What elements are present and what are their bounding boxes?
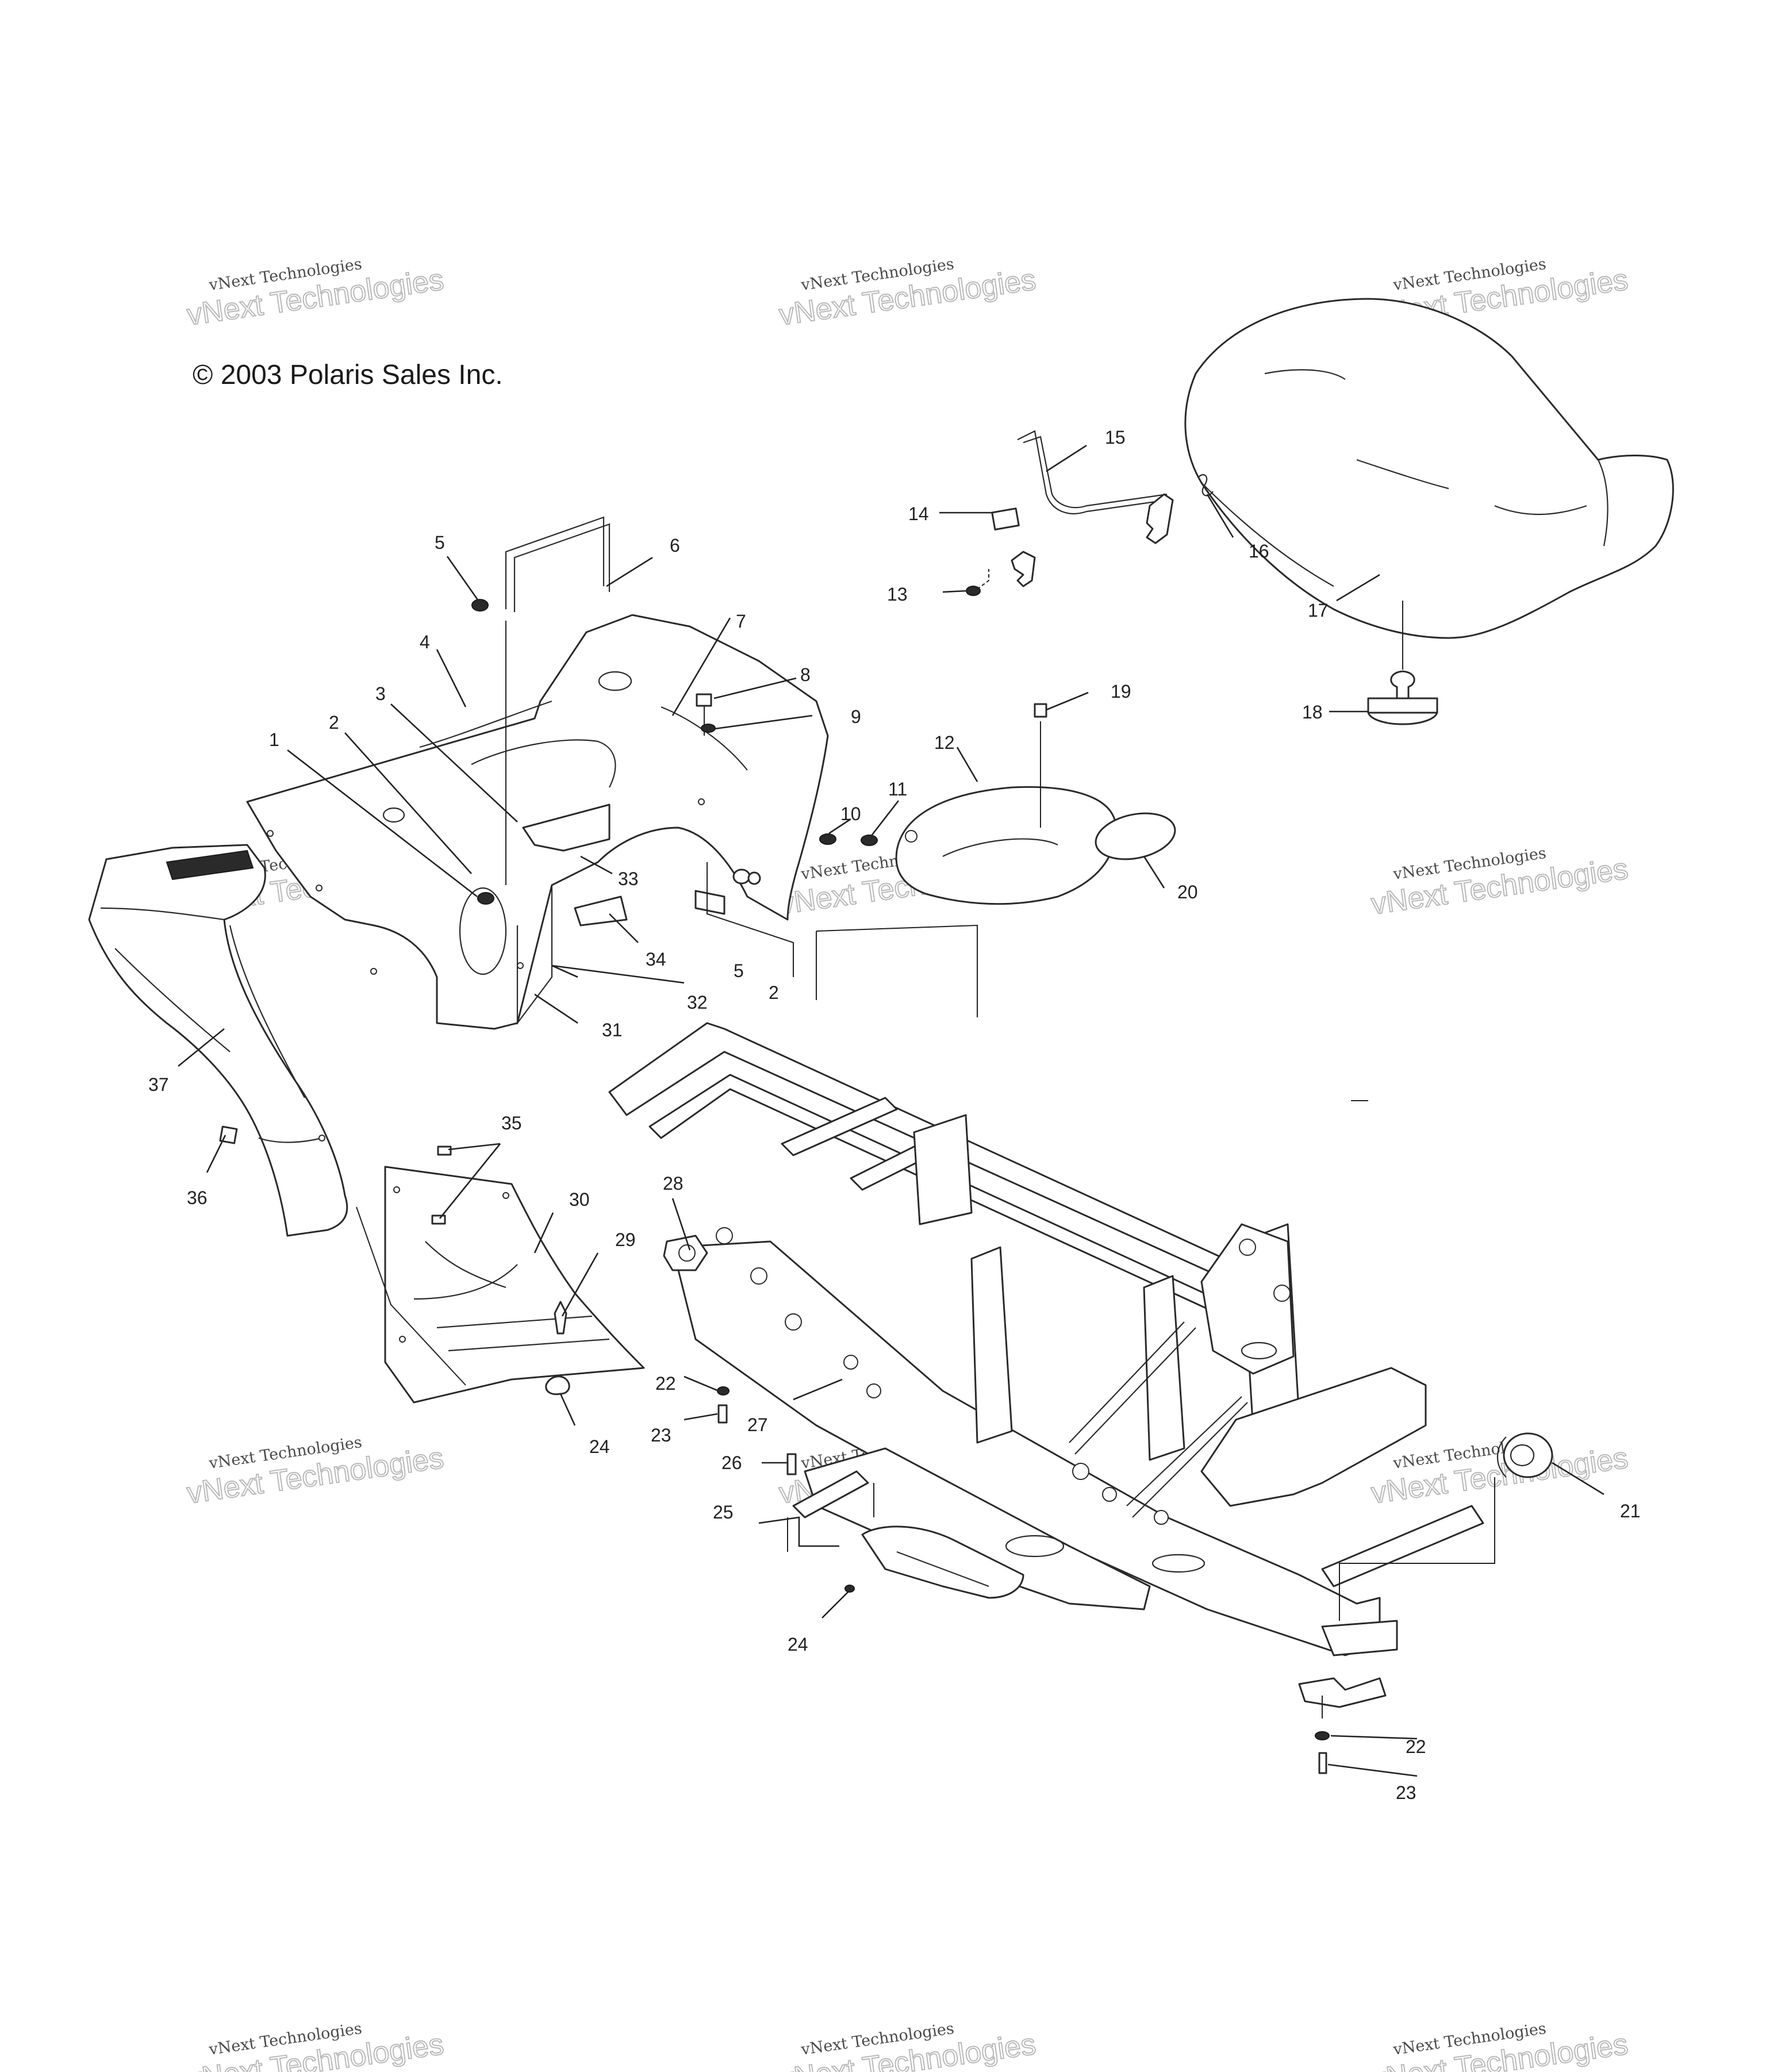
- callout-4: 4: [420, 632, 430, 652]
- fastener-nut-5-top: [471, 599, 489, 612]
- callout-2: 2: [769, 982, 779, 1003]
- callout-22: 22: [1406, 1736, 1426, 1757]
- callout-5: 5: [435, 532, 445, 553]
- callout-11: 11: [888, 779, 907, 799]
- callout-14: 14: [908, 503, 929, 524]
- footwell: [356, 1166, 645, 1404]
- fastener-washer-22-rear: [1315, 1731, 1330, 1740]
- seat-latch-assembly: [966, 430, 1214, 596]
- callout-26: 26: [721, 1452, 742, 1473]
- rear-fender: [246, 614, 829, 1030]
- callout-1: 1: [269, 729, 279, 750]
- fastener-nut-10: [819, 833, 836, 845]
- fastener-nut-5: [732, 868, 751, 885]
- callout-15: 15: [1105, 427, 1126, 448]
- callout-5: 5: [734, 960, 744, 981]
- callout-35: 35: [501, 1113, 522, 1133]
- fastener-screw-11: [861, 835, 878, 846]
- callout-16: 16: [1249, 541, 1269, 562]
- copyright-notice: © 2003 Polaris Sales Inc.: [193, 360, 503, 390]
- callout-13: 13: [887, 584, 908, 605]
- callout-24: 24: [788, 1634, 808, 1655]
- seat: [1184, 298, 1674, 639]
- fastener-nut-1: [477, 892, 494, 905]
- callout-20: 20: [1177, 882, 1198, 902]
- callout-36: 36: [187, 1187, 208, 1208]
- fender-flare: [88, 844, 348, 1237]
- callout-8: 8: [800, 664, 811, 685]
- callout-17: 17: [1308, 600, 1329, 621]
- leader-lines: [178, 444, 1604, 1777]
- callout-6: 6: [670, 535, 680, 556]
- callout-32: 32: [687, 992, 708, 1013]
- frame: [608, 1022, 1553, 1719]
- callout-27: 27: [747, 1414, 768, 1435]
- callout-7: 7: [736, 611, 746, 632]
- callout-23: 23: [651, 1425, 671, 1446]
- fastener-washer-22: [717, 1386, 730, 1396]
- callout-24: 24: [589, 1436, 610, 1457]
- callout-30: 30: [569, 1189, 590, 1210]
- callout-23: 23: [1396, 1782, 1416, 1803]
- callout-34: 34: [646, 949, 666, 970]
- callout-12: 12: [934, 732, 955, 753]
- callout-22: 22: [655, 1373, 676, 1394]
- callout-3: 3: [375, 683, 386, 704]
- fastener-screw-35: [437, 1145, 452, 1156]
- fastener-screw-19: [1034, 703, 1047, 718]
- fastener-group: [431, 599, 1330, 1774]
- callout-18: 18: [1302, 702, 1323, 722]
- callout-9: 9: [851, 706, 861, 727]
- fastener-washer-9: [701, 724, 716, 733]
- fastener-bolt-8: [696, 693, 712, 707]
- fastener-bolt-23: [717, 1404, 728, 1424]
- callout-10: 10: [840, 804, 861, 824]
- callout-37: 37: [148, 1074, 169, 1095]
- rack-handle: [505, 516, 611, 885]
- callout-labels: 1 2 2 3 4 5 5 6 7 8 9 10 11 12 13 14 15 …: [148, 427, 1641, 1803]
- callout-2: 2: [329, 712, 339, 733]
- callout-31: 31: [602, 1020, 623, 1040]
- tail-light: [895, 721, 1176, 905]
- callout-19: 19: [1111, 681, 1131, 702]
- callout-25: 25: [713, 1502, 734, 1523]
- callout-33: 33: [618, 868, 639, 889]
- callout-29: 29: [615, 1229, 636, 1250]
- fastener-pushpin-24: [844, 1585, 855, 1593]
- fastener-screw-35b: [431, 1214, 446, 1225]
- callout-21: 21: [1620, 1501, 1641, 1521]
- fastener-bolt-26: [786, 1453, 797, 1475]
- callout-28: 28: [663, 1173, 684, 1194]
- footrest-plate: [792, 1470, 1024, 1599]
- fastener-bolt-23-rear: [1318, 1752, 1327, 1774]
- fastener-washer-2: [747, 871, 761, 885]
